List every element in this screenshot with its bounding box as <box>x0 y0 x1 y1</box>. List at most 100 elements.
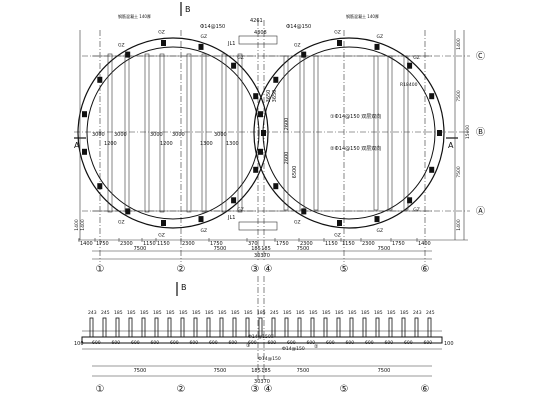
bottom-dim-2: 7500 <box>297 246 310 252</box>
top-center-beam <box>238 35 278 45</box>
gz-label: GZ <box>294 219 301 225</box>
elev-pier <box>128 317 133 338</box>
bottom-dim-1: 2300 <box>362 241 375 247</box>
gz-label: GZ <box>377 34 384 40</box>
elev-top-dim: 185 <box>309 310 318 316</box>
elev-pier <box>284 317 289 338</box>
elev-top-dim: 185 <box>244 310 253 316</box>
elev-600-dim: 600 <box>365 340 374 346</box>
bottom-dim-1: 1150 <box>342 241 355 247</box>
elev-600-dim: 600 <box>326 340 335 346</box>
right-tank-beams <box>262 55 432 212</box>
gz-label: GZ <box>413 207 420 213</box>
right-inner-label-2: ②Ф14@150 双层双向 <box>330 145 381 152</box>
right-tank-note: 钢筋混凝土 140厚 <box>346 13 379 19</box>
left-tank-outer-wall <box>77 37 269 229</box>
gz-label: GZ <box>237 207 244 213</box>
top-dim-1: 4261 <box>250 18 263 24</box>
gz-column <box>301 51 307 58</box>
elev-600-dim: 600 <box>112 340 121 346</box>
top-dim-2: 4308 <box>254 30 267 36</box>
elev-axis-bubble: ① <box>96 384 105 395</box>
elev-top-dim: 185 <box>348 310 357 316</box>
section-mark-right: A <box>448 141 454 150</box>
elev-pier <box>388 317 393 338</box>
gz-column <box>301 208 307 215</box>
elev-top-dim: 185 <box>387 310 396 316</box>
plan-axis-bubble: ⑥ <box>421 264 430 275</box>
gz-column <box>161 220 166 226</box>
gz-column <box>273 76 279 83</box>
left-beam <box>107 53 113 213</box>
gz-column <box>261 130 266 136</box>
elev-top-dim: 243 <box>88 310 97 316</box>
elev-pier <box>258 317 263 338</box>
elev-pier <box>180 317 185 338</box>
elev-pier <box>271 317 276 338</box>
gz-column <box>253 166 259 173</box>
elev-axis-bubble: ③ <box>251 384 260 395</box>
gz-label: GZ <box>118 219 125 225</box>
left-dim-1: 1400 <box>74 219 80 231</box>
left-inner-dim: 1300 <box>226 141 239 147</box>
left-inner-dim: 1200 <box>104 141 117 147</box>
elev-bottom-dim: 185 <box>251 368 261 374</box>
elev-top-dim: 245 <box>426 310 435 316</box>
bottom-total: 30370 <box>254 253 270 259</box>
elev-axis-bubble: ⑥ <box>421 384 430 395</box>
gz-column <box>97 76 103 83</box>
elev-bottom-dim: 7500 <box>134 368 147 374</box>
elev-top-dim: 185 <box>192 310 201 316</box>
gz-column <box>125 51 131 58</box>
elev-top-dim: 185 <box>361 310 370 316</box>
elev-top-dim: 185 <box>283 310 292 316</box>
elev-bottom-dim: 7500 <box>378 368 391 374</box>
left-inner-dim: 3000 <box>172 132 185 138</box>
bottom-dim-1: 1750 <box>96 241 109 247</box>
elev-top-dim: 185 <box>231 310 240 316</box>
left-inner-dim: 3000 <box>150 132 163 138</box>
bottom-dim-1: 2300 <box>300 241 313 247</box>
elev-top-dim: 185 <box>153 310 162 316</box>
bottom-dim-1: 2300 <box>120 241 133 247</box>
gz-column <box>407 62 413 69</box>
gz-column <box>437 130 442 136</box>
gz-column <box>231 62 237 69</box>
gz-column <box>273 183 279 190</box>
gz-column <box>198 43 204 50</box>
row-labels: Ⓒ Ⓑ Ⓐ <box>476 51 485 217</box>
elev-pier <box>401 317 406 338</box>
gz-column <box>429 166 435 173</box>
elev-600-dim: 600 <box>424 340 433 346</box>
plan-axis-bubble: ④ <box>264 264 273 275</box>
elev-pier <box>323 317 328 338</box>
gz-label: GZ <box>413 55 420 61</box>
gz-column <box>253 93 259 100</box>
elev-top-dim: 185 <box>335 310 344 316</box>
row-label-c: Ⓒ <box>476 51 485 62</box>
left-beam <box>159 53 165 213</box>
elev-600-dim: 600 <box>346 340 355 346</box>
right-dim-4: 7500 <box>456 166 462 178</box>
right-dim-1: 1400 <box>456 38 462 50</box>
elev-pier <box>297 317 302 338</box>
gz-column <box>337 40 342 46</box>
gz-label: GZ <box>334 30 341 36</box>
jl-label-top: JL1 <box>227 41 235 47</box>
left-inner-dim: 3000 <box>114 132 127 138</box>
elev-bottom-dim: 7500 <box>214 368 227 374</box>
bottom-dim-1: 1150 <box>157 241 170 247</box>
left-beam <box>237 53 243 213</box>
elev-rebar-3: Ф14@150 <box>248 334 271 340</box>
elev-pier <box>154 317 159 338</box>
gz-label: GZ <box>237 55 244 61</box>
bottom-dim-2: 7500 <box>134 246 147 252</box>
left-inner-dim: 3000 <box>214 132 227 138</box>
right-dim-3: 15000 <box>465 125 471 139</box>
elev-top-dim: 245 <box>101 310 110 316</box>
bottom-dim-2: 7500 <box>214 246 227 252</box>
